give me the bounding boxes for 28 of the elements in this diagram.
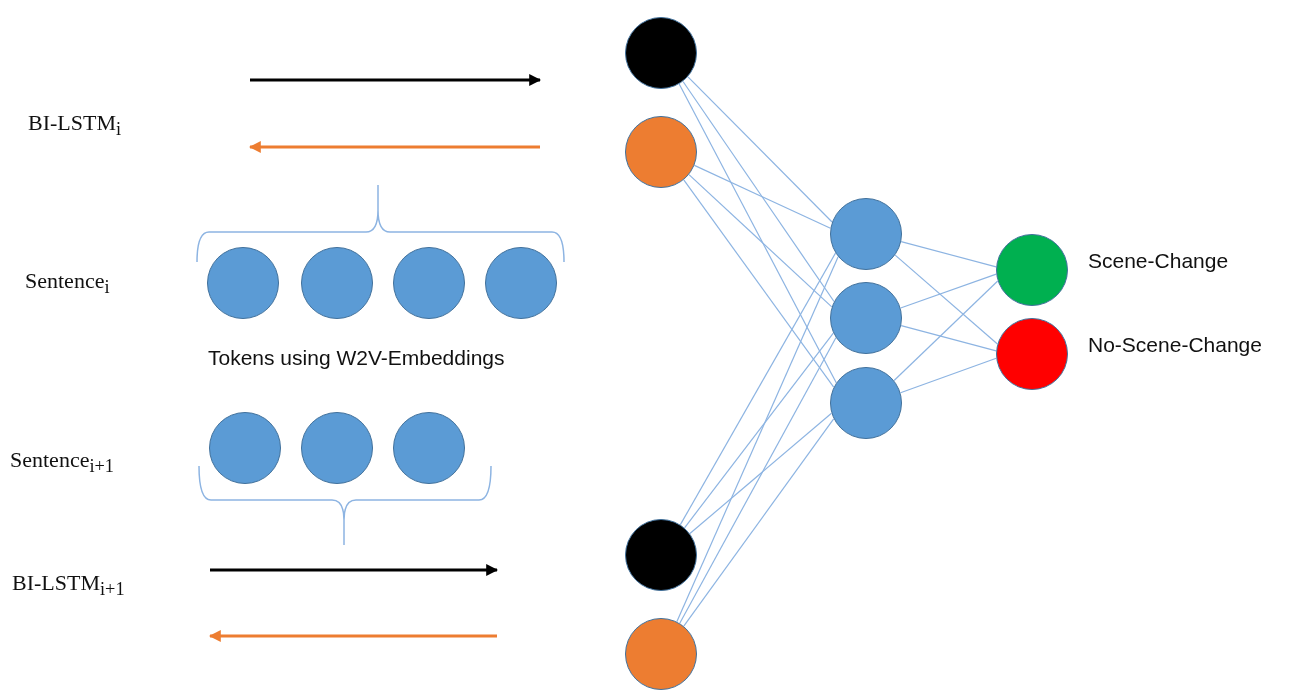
connection-line <box>899 357 997 394</box>
layer-label: BI-LSTM$_{i}$ <box>28 110 122 142</box>
hidden-neuron <box>830 198 902 270</box>
connection-line <box>693 164 832 229</box>
class-label: Scene-Change <box>1088 248 1229 274</box>
input-neuron <box>625 116 697 188</box>
connection-line <box>894 254 998 345</box>
connection-line <box>679 252 837 526</box>
connection-line <box>687 76 833 223</box>
connection-line <box>679 337 837 624</box>
connection-line <box>900 325 997 352</box>
connection-line <box>893 280 999 382</box>
caption-text: Tokens using W2V-Embeddings <box>208 345 505 371</box>
connection-line <box>682 80 835 303</box>
connection-line <box>689 412 833 535</box>
row-label: Sentence$_{i+1}$ <box>10 447 114 479</box>
connection-line <box>683 332 834 529</box>
connection-line <box>900 241 997 268</box>
connection-line <box>683 179 835 388</box>
input-neuron <box>625 519 697 591</box>
connection-line <box>900 273 997 309</box>
connection-line <box>676 256 839 623</box>
connection-line <box>688 174 833 308</box>
row-label: Sentence$_{i}$ <box>25 268 110 300</box>
layer-label: BI-LSTM$_{i+1}$ <box>12 570 125 602</box>
connection-line <box>678 83 837 384</box>
connection-line <box>683 418 835 627</box>
class-label: No-Scene-Change <box>1088 332 1262 358</box>
